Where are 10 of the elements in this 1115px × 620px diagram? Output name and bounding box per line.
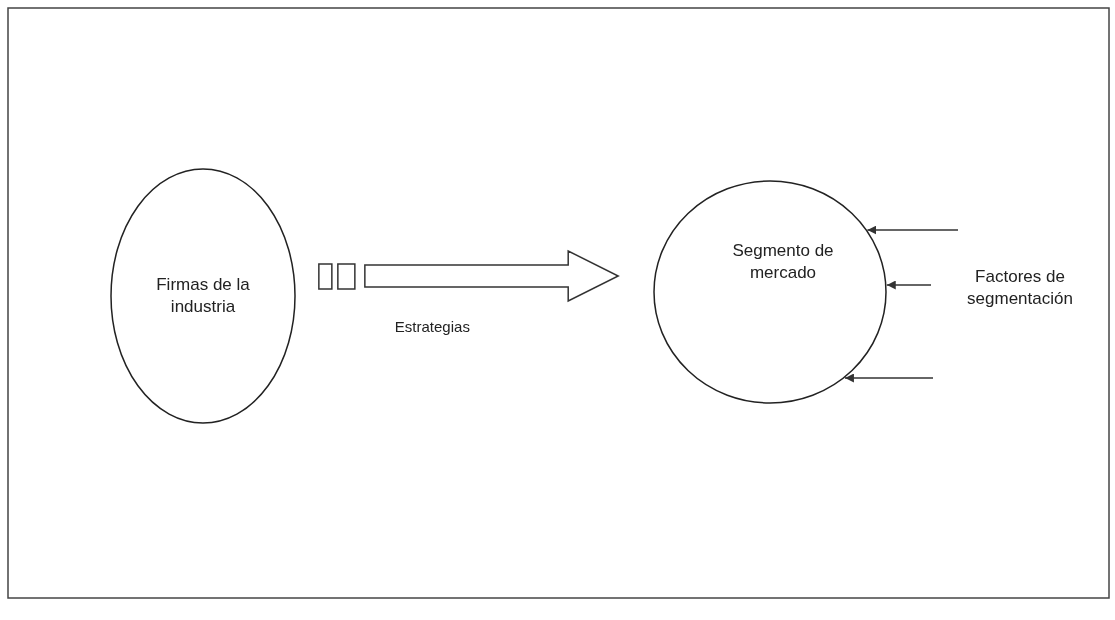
arrow (844, 373, 934, 383)
block-arrow (364, 249, 620, 303)
node-label: Firmas de la industria (155, 274, 251, 318)
ellipse-node (110, 168, 296, 424)
node-label: Segmento de mercado (731, 240, 835, 284)
arrow (886, 280, 932, 290)
ellipse-node (653, 180, 887, 404)
edge-label: Estrategias (394, 318, 470, 335)
arrow (866, 225, 959, 235)
node-label: Factores de segmentación (966, 266, 1074, 310)
